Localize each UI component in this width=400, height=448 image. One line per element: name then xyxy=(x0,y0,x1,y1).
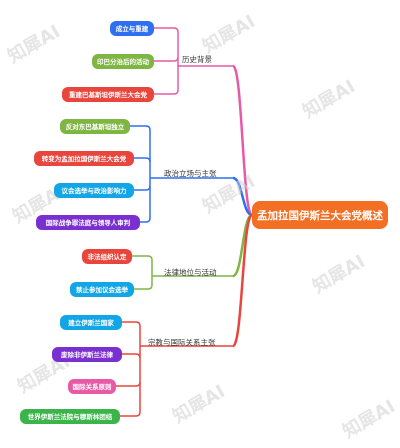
branch-label[interactable]: 宗教与国际关系主张 xyxy=(148,338,216,347)
leaf-connector xyxy=(134,284,153,290)
leaf-connector xyxy=(140,217,151,223)
leaf-node[interactable]: 非法组织认定 xyxy=(82,248,132,264)
leaf-connector xyxy=(154,27,179,33)
leaf-node[interactable]: 重建巴基斯坦伊斯兰大会党 xyxy=(62,86,154,102)
root-node[interactable]: 孟加拉国伊斯兰大会党概述 xyxy=(252,201,388,229)
branch-connector xyxy=(231,213,254,348)
branch-connector xyxy=(231,64,254,217)
leaf-node[interactable]: 禁止参加议会选举 xyxy=(70,281,134,297)
leaf-connector xyxy=(132,255,153,261)
leaf-connector xyxy=(154,89,179,95)
branch-label[interactable]: 历史背景 xyxy=(182,55,212,64)
leaf-connector xyxy=(130,125,151,131)
leaf-connector xyxy=(122,353,141,359)
leaf-node[interactable]: 转变为孟加拉国伊斯兰大会党 xyxy=(34,150,134,166)
leaf-node[interactable]: 印巴分治后的活动 xyxy=(92,53,154,69)
leaf-connector xyxy=(134,185,151,191)
leaf-connector xyxy=(120,411,141,417)
leaf-connector xyxy=(122,321,141,327)
leaf-node[interactable]: 成立与重建 xyxy=(110,20,154,36)
leaf-node[interactable]: 反对东巴基斯坦独立 xyxy=(60,118,130,134)
leaf-connector xyxy=(116,381,141,387)
leaf-connector xyxy=(134,157,151,163)
leaf-node[interactable]: 议会选举与政治影响力 xyxy=(54,182,134,198)
branch-label[interactable]: 政治立场与主张 xyxy=(164,169,217,178)
leaf-node[interactable]: 世界伊斯兰法院与穆斯林团结 xyxy=(20,408,120,424)
branch-connector xyxy=(232,176,253,217)
leaf-connector xyxy=(154,56,179,62)
leaf-node[interactable]: 国际战争罪法庭与领导人审判 xyxy=(36,214,140,230)
leaf-node[interactable]: 废除非伊斯兰法律 xyxy=(52,346,122,362)
leaf-node[interactable]: 国际关系原则 xyxy=(68,378,116,394)
branch-label[interactable]: 法律地位与活动 xyxy=(164,268,217,277)
leaf-node[interactable]: 建立伊斯兰国家 xyxy=(60,314,122,330)
